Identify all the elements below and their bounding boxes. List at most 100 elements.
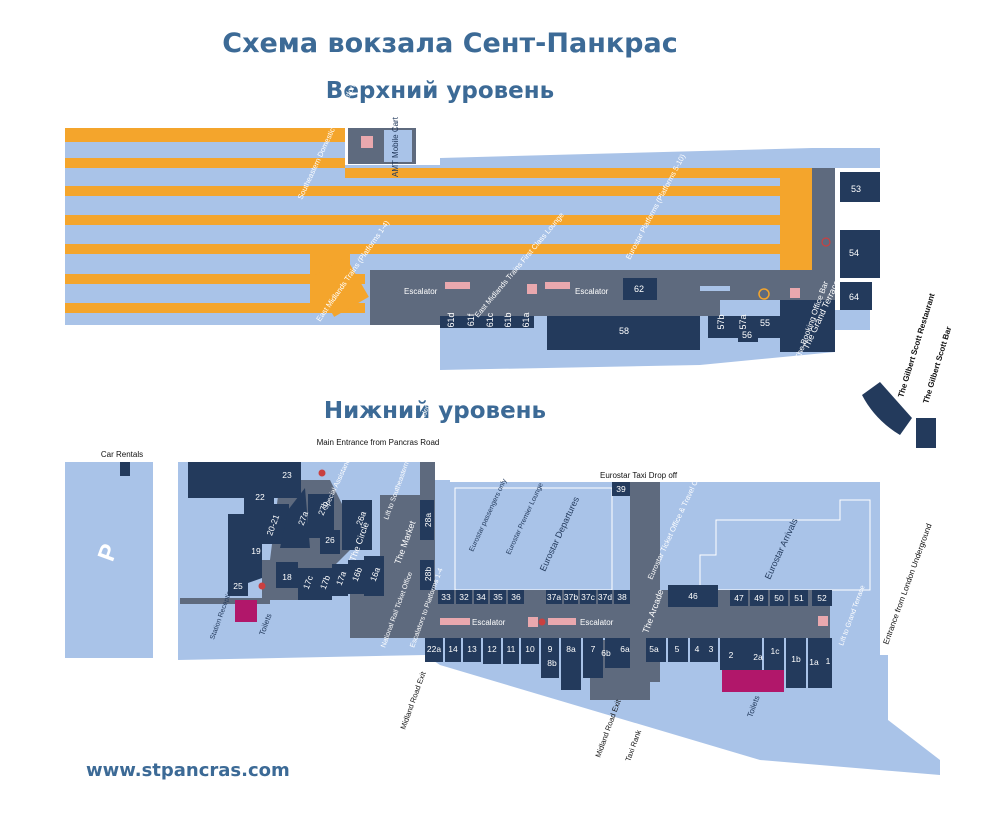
unit-54: 54 [849, 248, 859, 258]
unit-53: 53 [851, 184, 861, 194]
escalator-1-label: Escalator [472, 618, 506, 627]
map-title: Схема вокзала Сент-Панкрас [222, 28, 678, 59]
info-point-3 [318, 469, 326, 477]
unit-1b: 1b [791, 654, 801, 664]
toilets-right[interactable] [722, 670, 784, 692]
unit-17a: 17a [334, 570, 348, 587]
unit-17b: 17b [318, 574, 332, 591]
upper-units [440, 172, 936, 448]
unit-10: 10 [525, 644, 535, 654]
entrance-underground-label: Entrance from London Underground [881, 522, 933, 645]
unit-55: 55 [760, 318, 770, 328]
unit-37b: 37b [564, 592, 578, 602]
escalator-2-label: Escalator [580, 618, 614, 627]
car-rentals-label: Car Rentals [101, 450, 143, 459]
unit-18: 18 [282, 572, 292, 582]
unit-26a: 26a [354, 510, 368, 527]
unit-62: 62 [634, 284, 644, 294]
upper-unit-numbers: 53 54 64 62 58 61d 61f 61c 61b 61a 57b 5… [446, 184, 861, 340]
unit-61a: 61a [521, 312, 531, 327]
unit-23: 23 [282, 470, 292, 480]
gilbert-labels: The Gilbert Scott Restaurant The Gilbert… [896, 292, 953, 405]
unit-3: 3 [709, 644, 714, 654]
unit-1a: 1a [809, 657, 819, 667]
unit-61c: 61c [485, 312, 495, 327]
unit-32: 32 [459, 592, 469, 602]
unit-1: 1 [826, 656, 831, 666]
escalator-left[interactable] [445, 282, 470, 289]
unit-6a: 6a [620, 644, 630, 654]
unit-38: 38 [617, 592, 627, 602]
unit-9: 9 [548, 644, 553, 654]
unit-2: 2 [729, 650, 734, 660]
unit-27b: 27b [316, 500, 330, 517]
unit-64: 64 [849, 292, 859, 302]
info-point-1 [538, 618, 546, 626]
unit-17c: 17c [301, 573, 315, 590]
escalator-2[interactable] [548, 618, 576, 625]
unit-36: 36 [511, 592, 521, 602]
unit-22: 22 [255, 492, 265, 502]
eurostar-taxi-label: Eurostar Taxi Drop off [600, 471, 678, 480]
unit-51: 51 [794, 593, 804, 603]
escalator-right[interactable] [545, 282, 570, 289]
unit-8b: 8b [547, 658, 557, 668]
unit-52: 52 [817, 593, 827, 603]
unit-28b: 28b [423, 567, 433, 581]
unit-25: 25 [233, 581, 243, 591]
arrivals-zone [699, 499, 871, 591]
unit-11: 11 [507, 644, 516, 654]
unit-47: 47 [734, 593, 744, 603]
lower-level-title: Нижний уровень [323, 398, 547, 424]
unit-4: 4 [695, 644, 700, 654]
amt-label: AMT Mobile Cart [391, 116, 400, 177]
escalator-1[interactable] [440, 618, 470, 625]
gilbert-bar-label: The Gilbert Scott Bar [921, 325, 953, 404]
car-rentals-unit [120, 462, 130, 476]
unit-7: 7 [591, 644, 596, 654]
taxi-rank-label: Taxi Rank [623, 728, 643, 762]
unit-28a: 28a [423, 513, 433, 527]
parking-area[interactable] [65, 462, 153, 658]
unit-6b: 6b [601, 648, 611, 658]
unit-57b: 57b [716, 314, 726, 329]
unit-27a: 27a [296, 510, 310, 527]
kiosk-2 [790, 288, 800, 298]
unit-61f: 61f [466, 313, 476, 326]
unit-12: 12 [487, 644, 497, 654]
escalator-right-label: Escalator [575, 287, 609, 296]
unit-5a: 5a [649, 644, 659, 654]
unit-61b: 61b [503, 312, 513, 327]
upper-level-map: AMT Mobile Cart [65, 57, 953, 448]
kiosk-lower-2 [818, 616, 828, 626]
toilets-left[interactable] [235, 600, 257, 622]
info-point-2 [258, 582, 266, 590]
unit-1c: 1c [771, 646, 781, 656]
escalator-left-label: Escalator [404, 287, 438, 296]
website-link[interactable]: www.stpancras.com [86, 760, 290, 781]
unit-46: 46 [688, 591, 698, 601]
unit-56: 56 [742, 330, 752, 340]
lower-level-map: Car Rentals P [65, 384, 940, 775]
upper-level-title: Верхний уровень [325, 78, 555, 104]
kiosk-lower-1 [528, 617, 538, 627]
unit-5: 5 [675, 644, 680, 654]
unit-26: 26 [325, 535, 335, 545]
platforms [65, 128, 812, 317]
unit-58: 58 [619, 326, 629, 336]
unit-2a: 2a [753, 652, 763, 662]
kiosk-1 [527, 284, 537, 294]
clock-icon [758, 288, 770, 300]
unit-13: 13 [467, 644, 477, 654]
info-icon [821, 237, 831, 247]
unit-49: 49 [754, 593, 764, 603]
amt-kiosk [361, 136, 373, 148]
unit-16a: 16a [368, 566, 382, 583]
unit-37d: 37d [598, 592, 612, 602]
unit-16b: 16b [350, 566, 364, 583]
unit-39: 39 [616, 484, 626, 494]
midland-exit-1-label: Midland Road Exit [398, 670, 428, 731]
unit-35: 35 [493, 592, 503, 602]
unit-33: 33 [441, 592, 451, 602]
